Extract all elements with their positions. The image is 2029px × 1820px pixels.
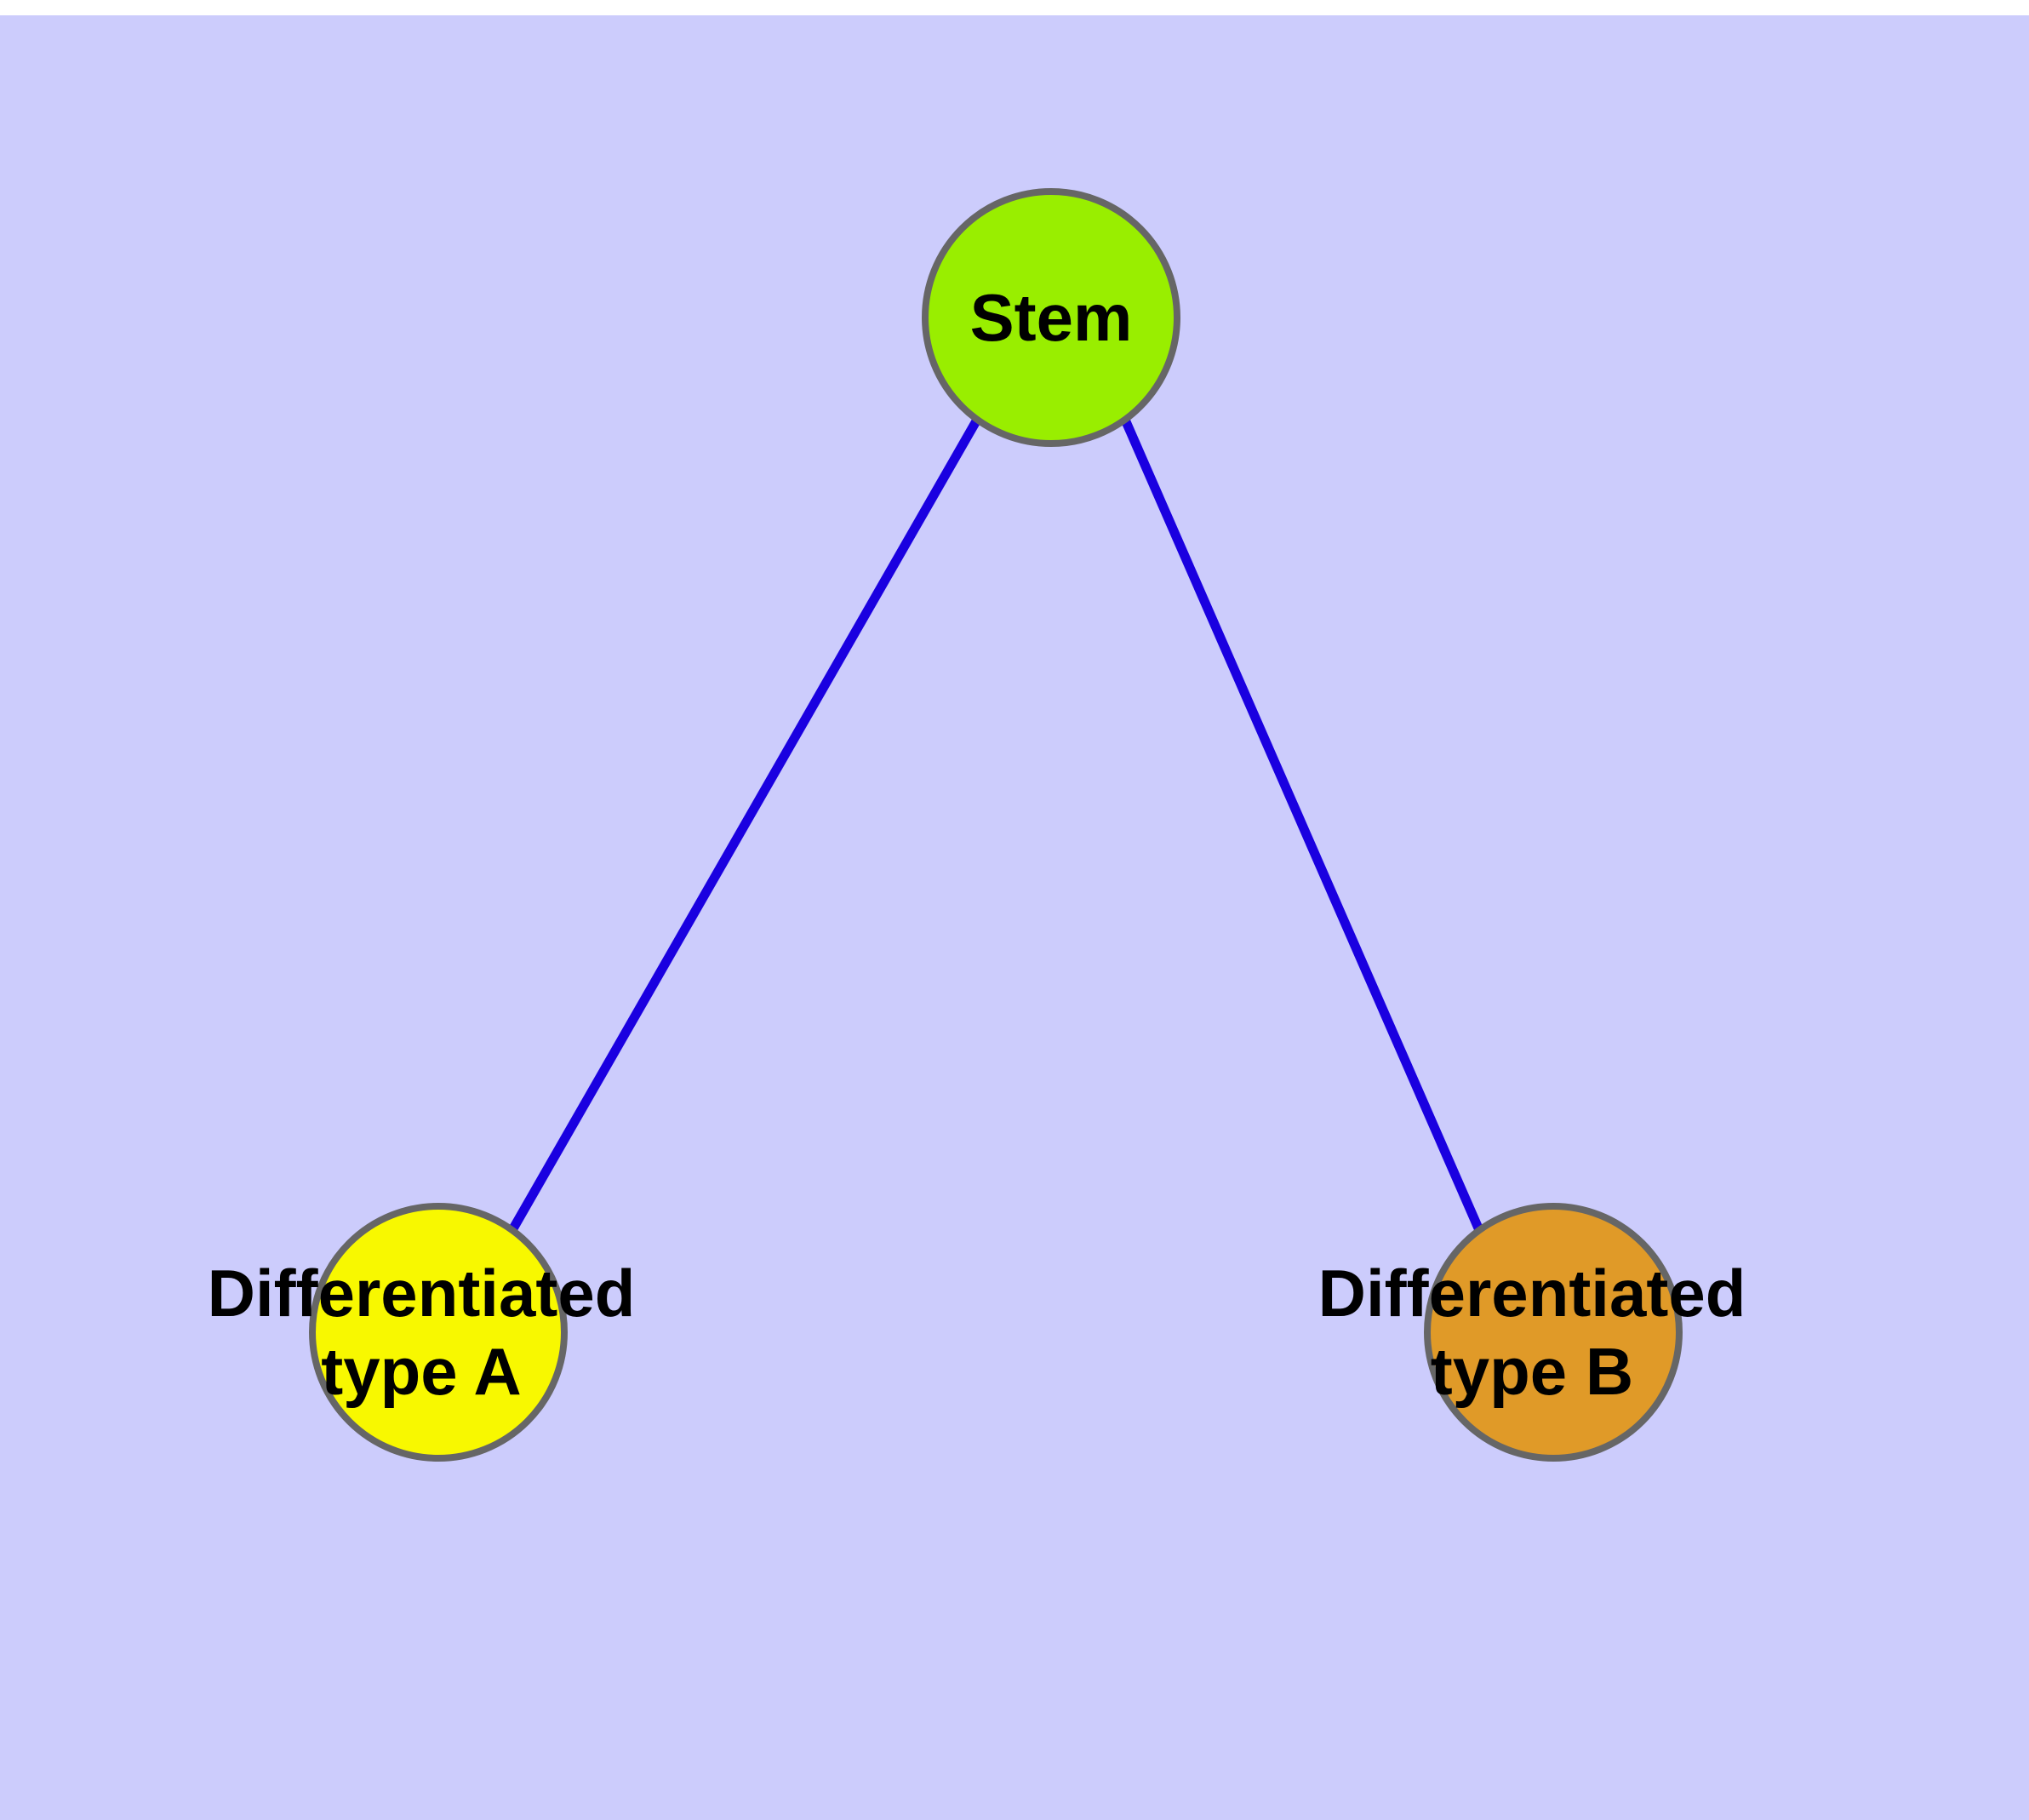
- node-label-line: type A: [321, 1334, 522, 1409]
- node-label-line: type B: [1431, 1334, 1633, 1409]
- node-label-stem: Stem: [970, 280, 1133, 355]
- graph-edge[interactable]: [508, 417, 981, 1233]
- node-label-line: Stem: [970, 280, 1133, 355]
- nodes-layer: [309, 188, 1683, 1462]
- node-label-line: Differentiated: [1318, 1256, 1746, 1331]
- graph-node-stem[interactable]: [922, 188, 1180, 447]
- node-label-line: Differentiated: [208, 1256, 636, 1331]
- edges-layer: [508, 417, 1484, 1233]
- graph-node-diff_b[interactable]: [1424, 1203, 1683, 1462]
- graph-node-diff_a[interactable]: [309, 1203, 568, 1462]
- graph-edge[interactable]: [1120, 417, 1484, 1233]
